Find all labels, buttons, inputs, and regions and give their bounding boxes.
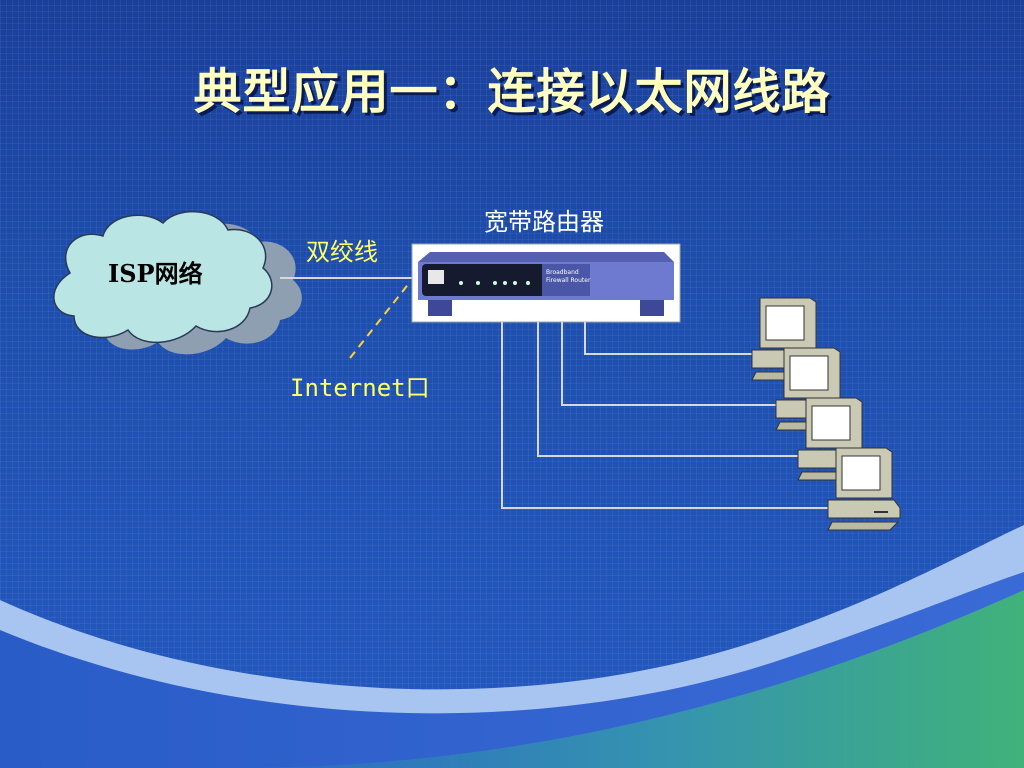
wave-green xyxy=(220,590,1024,768)
isp-cloud xyxy=(53,211,302,355)
computer xyxy=(827,447,901,531)
router-label: 宽带路由器 xyxy=(484,208,604,236)
lan-lines xyxy=(501,322,844,509)
slide-title: 典型应用一：连接以太网线路 xyxy=(193,64,831,120)
cable-label: 双绞线 xyxy=(306,238,378,266)
isp-cloud-label: ISP网络 xyxy=(108,259,203,288)
internet-port-label: Internet口 xyxy=(290,374,430,402)
internet-port-pointer xyxy=(349,281,411,359)
router-brand-line2: Firewall Router xyxy=(546,277,591,284)
router: Broadband Firewall Router xyxy=(411,243,681,323)
router-brand-line1: Broadband xyxy=(546,269,579,276)
